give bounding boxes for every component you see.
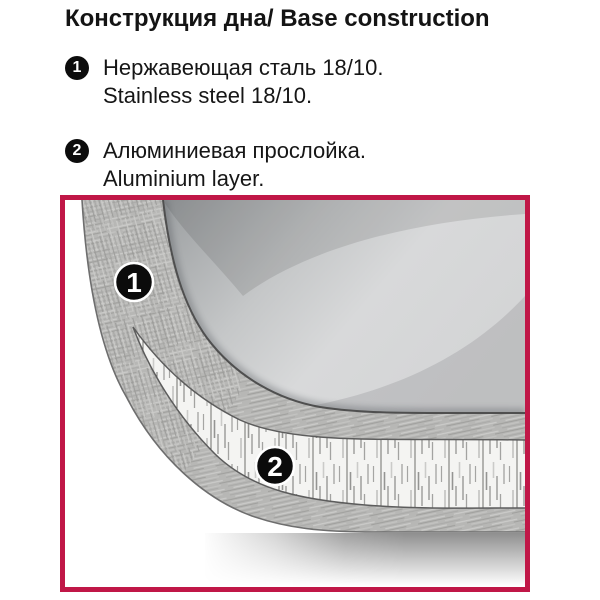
legend-text-2: Алюминиевая прослойка. Aluminium layer. <box>103 137 366 193</box>
legend-item-aluminium-layer: 2 Алюминиевая прослойка. Aluminium layer… <box>65 137 366 193</box>
diagram-callout-1: 1 <box>113 261 155 303</box>
legend-line-en-1: Stainless steel 18/10. <box>103 83 313 108</box>
base-construction-diagram: 1 2 <box>60 195 530 592</box>
interior-top-reflection <box>163 200 525 296</box>
rim-edge-line <box>162 200 525 415</box>
legend-badge-1: 1 <box>65 56 89 80</box>
callout-number-2: 2 <box>267 451 283 482</box>
callout-number-1: 1 <box>126 267 142 298</box>
legend-text-1: Нержавеющая сталь 18/10. Stainless steel… <box>103 54 384 110</box>
pan-interior-surface <box>163 200 525 414</box>
diagram-callout-2: 2 <box>254 445 296 487</box>
legend-item-stainless-steel: 1 Нержавеющая сталь 18/10. Stainless ste… <box>65 54 384 110</box>
aluminium-bottom-edge-line <box>132 326 525 509</box>
legend-line-ru-1: Нержавеющая сталь 18/10. <box>103 55 384 80</box>
outer-edge-line <box>81 200 525 533</box>
interior-lower-reflection <box>311 296 525 414</box>
callout-circle-1 <box>113 261 155 303</box>
interior-base <box>163 200 525 414</box>
legend-line-en-2: Aluminium layer. <box>103 166 265 191</box>
diagram-content: 1 2 <box>65 200 525 587</box>
legend-line-ru-2: Алюминиевая прослойка. <box>103 138 367 163</box>
legend-badge-2: 2 <box>65 139 89 163</box>
page-title: Конструкция дна/ Base construction <box>65 5 490 32</box>
pan-shadow <box>205 533 525 586</box>
callout-circle-2 <box>254 445 296 487</box>
diagram-frame-border <box>60 195 530 592</box>
aluminium-top-edge-line <box>132 326 525 441</box>
